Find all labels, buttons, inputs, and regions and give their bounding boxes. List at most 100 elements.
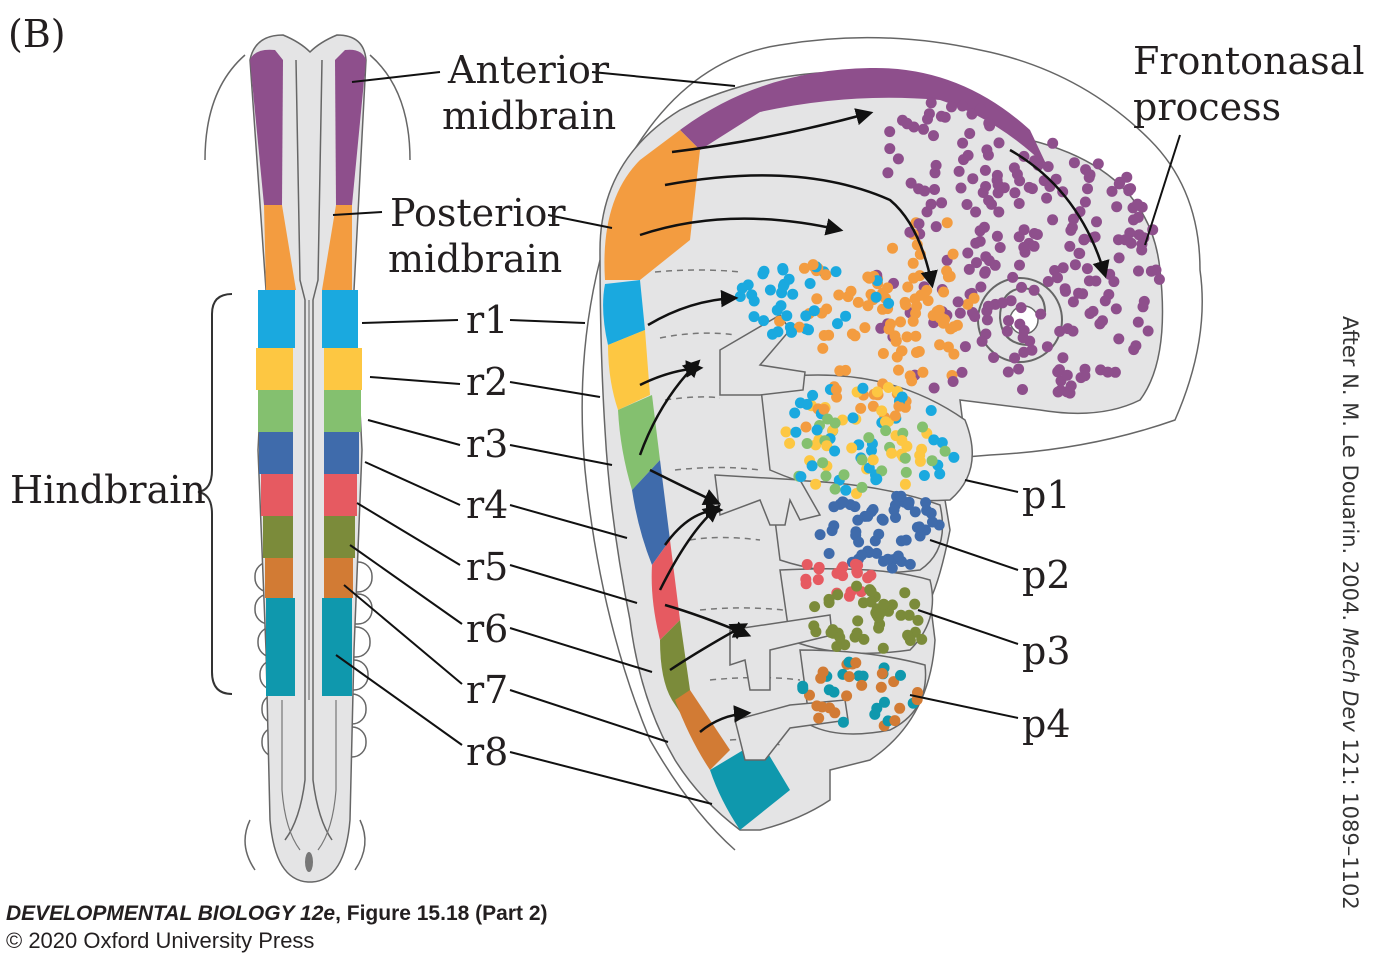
crest-cell-dot — [980, 251, 992, 263]
crest-cell-dot — [1138, 295, 1150, 307]
crest-cell-dot — [1014, 259, 1025, 271]
crest-cell-dot — [981, 314, 993, 326]
crest-cell-dot — [847, 412, 859, 424]
crest-cell-dot — [1097, 315, 1108, 327]
crest-cell-dot — [865, 585, 877, 597]
crest-cell-dot — [811, 293, 823, 305]
crest-cell-dot — [916, 443, 928, 455]
crest-cell-dot — [1065, 380, 1077, 392]
crest-cell-dot — [1065, 224, 1077, 236]
crest-cell-dot — [842, 291, 854, 303]
crest-cell-dot — [983, 117, 995, 129]
crest-cell-dot — [1003, 315, 1014, 327]
crest-cell-dot — [925, 198, 937, 210]
crest-cell-dot — [921, 284, 933, 296]
crest-cell-dot — [907, 257, 919, 269]
crest-cell-dot — [829, 445, 841, 457]
crest-cell-dot — [865, 569, 877, 581]
crest-cell-dot — [1113, 333, 1125, 345]
credit-suffix: 121: 1089–1102 — [1338, 731, 1362, 910]
crest-cell-dot — [837, 716, 849, 728]
crest-cell-dot — [980, 181, 992, 192]
crest-cell-dot — [817, 666, 829, 678]
crest-cell-dot — [1091, 216, 1102, 228]
crest-cell-dot — [850, 657, 862, 669]
crest-cell-dot — [899, 478, 911, 490]
crest-cell-dot — [914, 530, 926, 542]
crest-cell-dot — [948, 451, 960, 463]
crest-cell-dot — [962, 298, 974, 310]
crest-cell-dot — [964, 128, 976, 139]
panel-label: (B) — [8, 12, 66, 56]
label-posterior-midbrain-2: midbrain — [388, 237, 562, 281]
crest-cell-dot — [957, 137, 969, 149]
crest-cell-dot — [867, 400, 879, 412]
crest-cell-dot — [1016, 281, 1027, 293]
crest-cell-dot — [902, 281, 914, 293]
crest-cell-dot — [764, 284, 776, 296]
crest-cell-dot — [789, 407, 801, 419]
crest-cell-dot — [884, 143, 896, 155]
crest-cell-dot — [909, 598, 921, 610]
crest-cell-dot — [876, 465, 888, 477]
crest-cell-dot — [871, 547, 883, 559]
crest-cell-dot — [983, 195, 995, 206]
crest-cell-dot — [858, 633, 870, 645]
crest-cell-dot — [840, 310, 852, 322]
crest-cell-dot — [1124, 227, 1136, 239]
crest-cell-dot — [865, 596, 877, 608]
crest-cell-dot — [922, 113, 933, 125]
leader-lines — [332, 71, 1181, 805]
crest-cell-dot — [894, 702, 906, 714]
crest-cell-dot — [920, 497, 932, 509]
crest-cell-dot — [781, 310, 793, 322]
crest-cell-dot — [831, 641, 843, 652]
crest-cell-dot — [853, 670, 865, 682]
crest-cell-dot — [971, 257, 982, 269]
crest-cell-dot — [859, 322, 871, 334]
crest-cell-dot — [962, 149, 974, 161]
crest-cell-dot — [1068, 213, 1079, 225]
crest-cell-dot — [1031, 229, 1043, 240]
crest-cell-dot — [886, 599, 898, 611]
crest-cell-dot — [1130, 340, 1142, 352]
crest-cell-dot — [830, 266, 842, 278]
crest-cell-dot — [1047, 137, 1059, 149]
crest-cell-dot — [1082, 183, 1093, 195]
crest-cell-dot — [758, 265, 770, 277]
crest-cell-dot — [889, 410, 901, 422]
crest-cell-dot — [828, 520, 840, 532]
crest-cell-dot — [851, 580, 863, 592]
crest-cell-dot — [1002, 366, 1014, 378]
crest-cell-dot — [928, 382, 940, 394]
crest-cell-dot — [936, 437, 948, 449]
crest-cell-dot — [954, 307, 966, 319]
crest-cell-dot — [1078, 233, 1090, 245]
crest-cell-dot — [889, 330, 901, 342]
crest-cell-dot — [1081, 263, 1093, 275]
label-p2: p2 — [1022, 553, 1071, 597]
crest-cell-dot — [884, 126, 896, 138]
crest-cell-dot — [1114, 176, 1126, 188]
crest-cell-dot — [900, 534, 912, 546]
crest-cell-dot — [993, 206, 1005, 218]
crest-cell-dot — [1018, 325, 1030, 336]
crest-cell-dot — [856, 481, 868, 493]
crest-cell-dot — [873, 622, 885, 634]
crest-cell-dot — [817, 457, 829, 469]
label-r1: r1 — [466, 298, 508, 342]
crest-cell-dot — [801, 559, 813, 570]
crest-cell-dot — [1108, 276, 1120, 288]
crest-cell-dot — [974, 103, 986, 115]
crest-cell-dot — [840, 484, 852, 496]
crest-cell-dot — [886, 562, 898, 574]
cranial-ganglia — [714, 313, 849, 761]
crest-cell-dot — [877, 514, 889, 526]
crest-cell-dot — [832, 589, 844, 601]
crest-cell-dot — [807, 259, 819, 271]
crest-cell-dot — [783, 273, 795, 285]
crest-cell-dot — [1026, 344, 1038, 356]
crest-cell-dot — [818, 403, 830, 415]
left-fold-bands — [250, 49, 296, 696]
